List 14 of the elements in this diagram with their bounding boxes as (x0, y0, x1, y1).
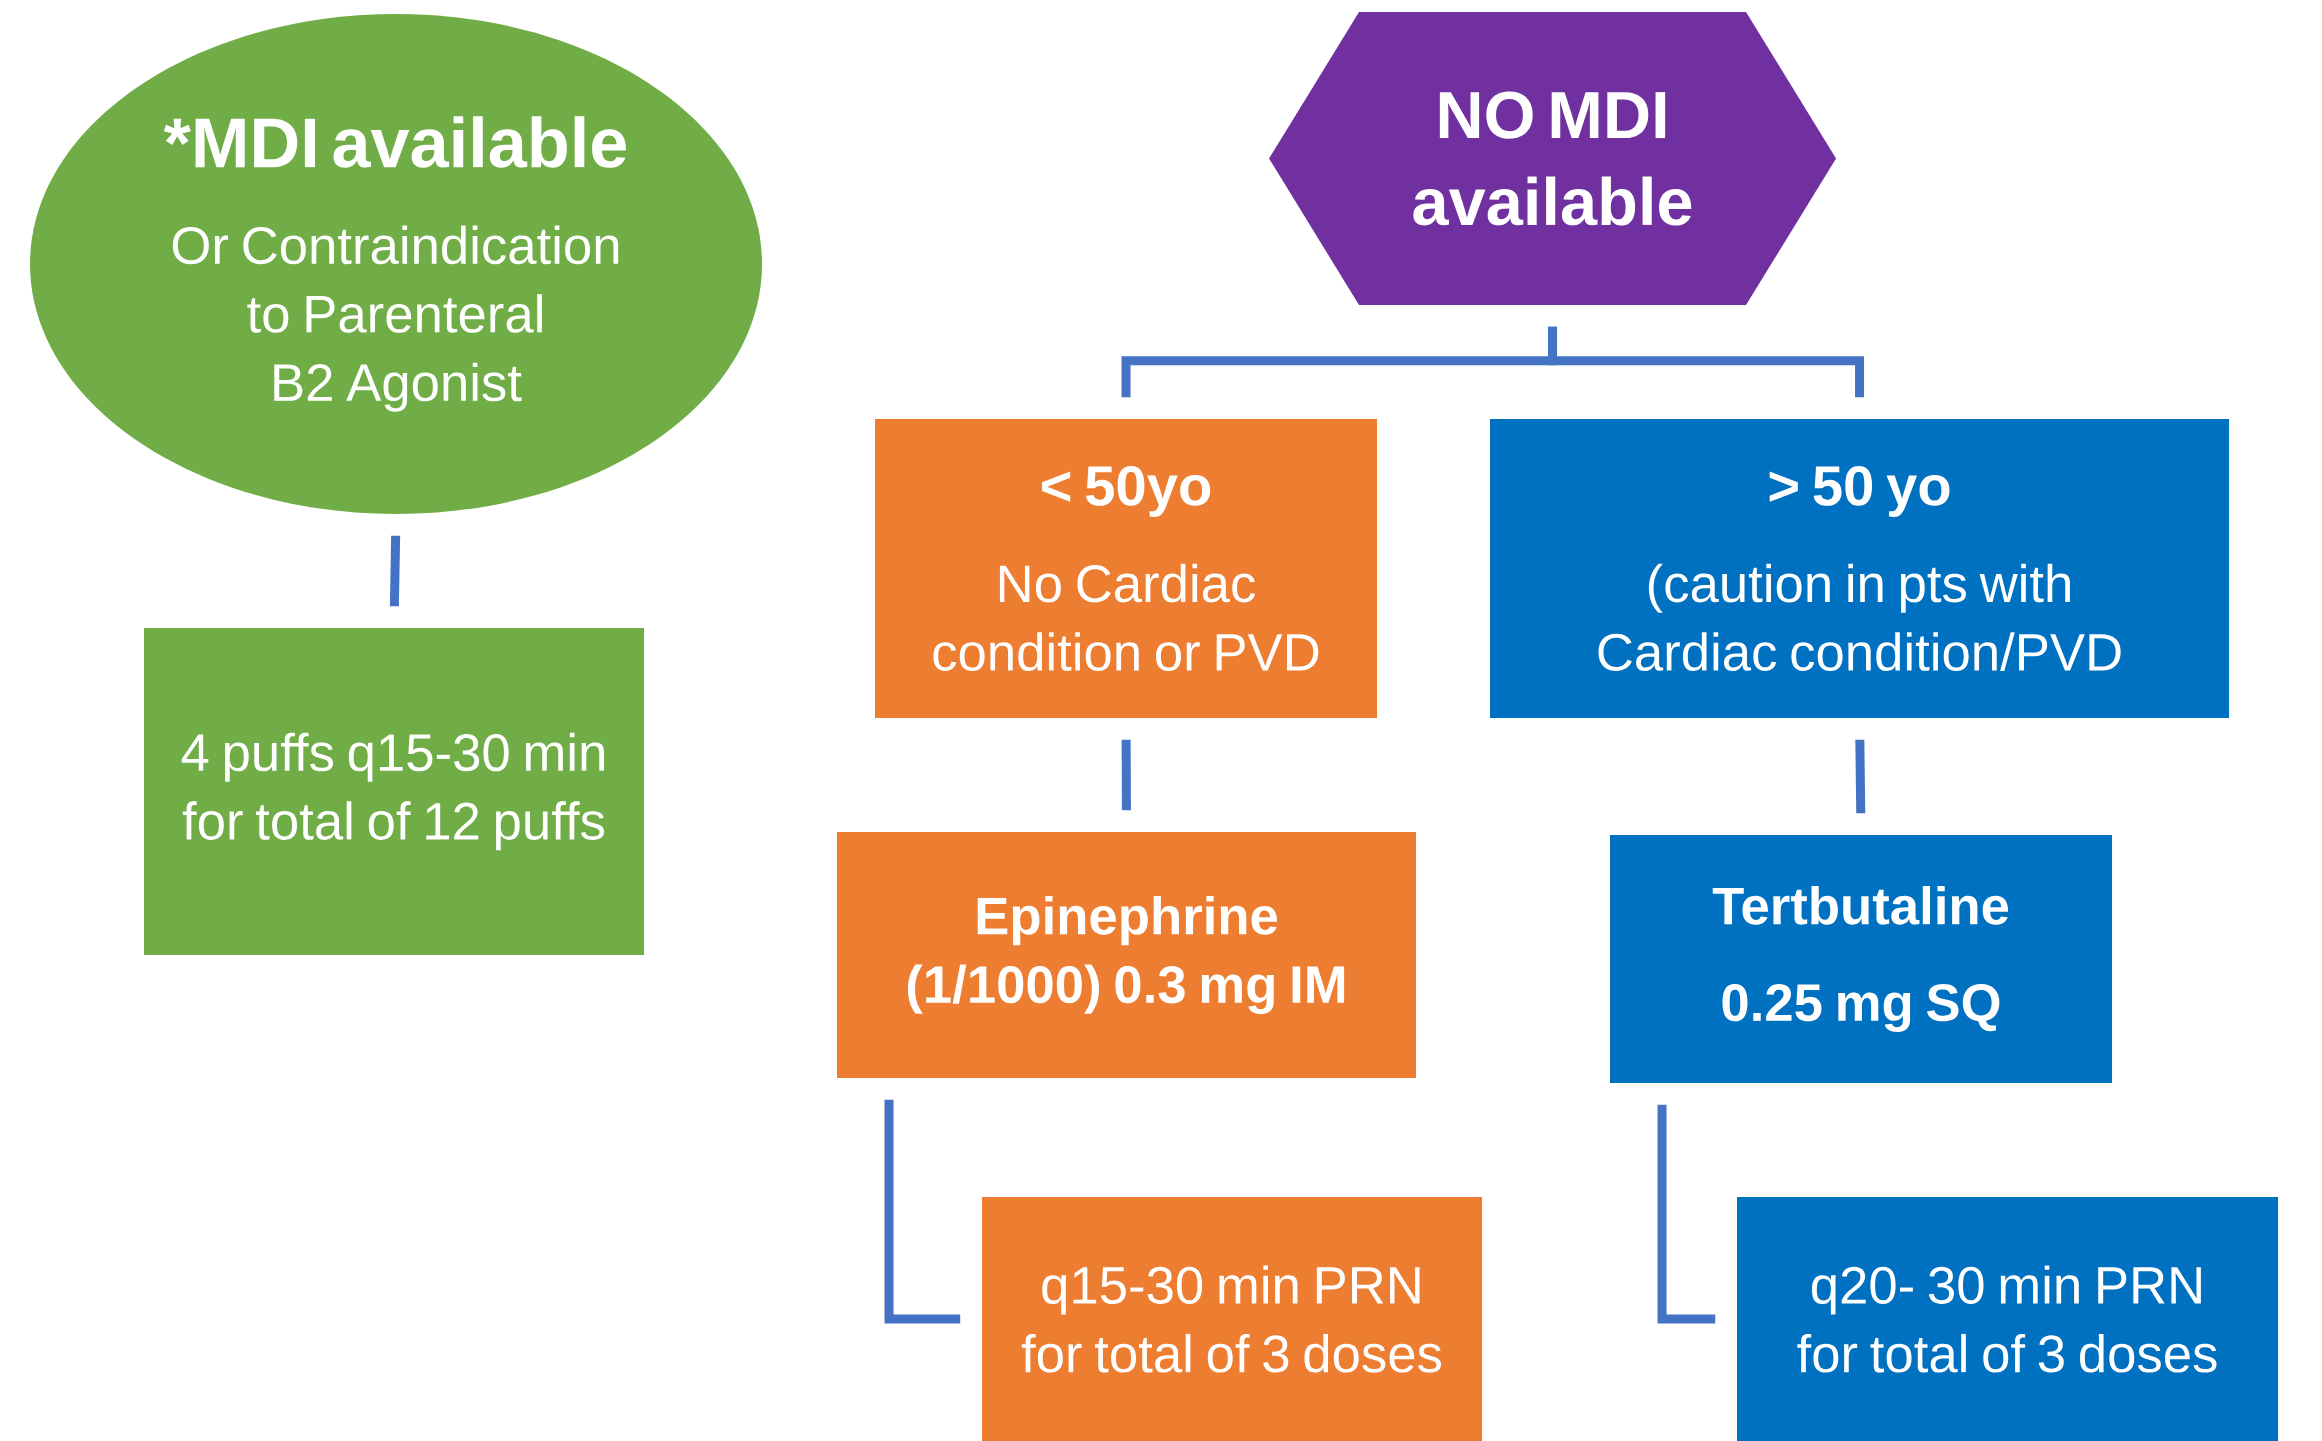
condition-box: < 50yo No Cardiac condition or PVD (875, 419, 1378, 718)
drug-box: Epinephrine (1/1000) 0.3 mg IM (837, 832, 1417, 1078)
connector-line (1657, 1104, 1716, 1324)
dose-box: q15-30 min PRN for total of 3 doses (982, 1197, 1483, 1441)
dose-box: 4 puffs q15-30 min for total of 12 puffs (144, 628, 644, 955)
connector-line (389, 535, 401, 607)
connector-line (1855, 739, 1866, 814)
connector-line (1548, 326, 1865, 398)
condition-hexagon: NO MDI available (1269, 12, 1837, 305)
connector-line (884, 1099, 961, 1324)
dose-box: q20- 30 min PRN for total of 3 doses (1737, 1197, 2279, 1441)
condition-box: > 50 yo (caution in pts with Cardiac condition/PVD (1490, 419, 2230, 718)
connector-line (1121, 739, 1131, 811)
drug-box: Tertbutaline 0.25 mg SQ (1610, 835, 2113, 1083)
